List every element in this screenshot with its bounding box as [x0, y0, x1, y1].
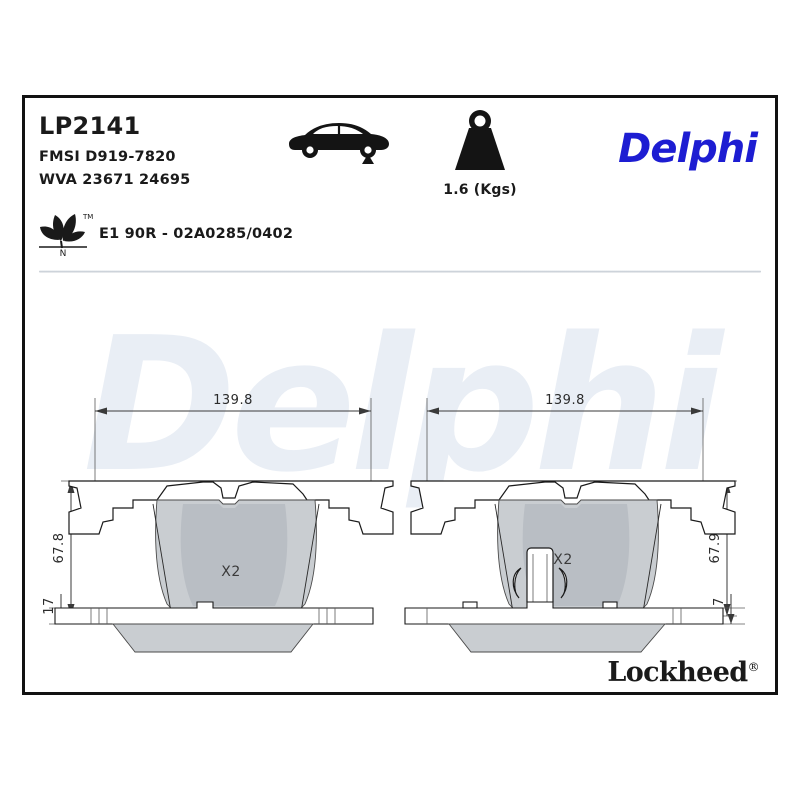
weight-value: 1.6 (Kgs) — [443, 182, 517, 198]
left-thickness-value: 17 — [42, 597, 57, 615]
weight-block: 1.6 (Kgs) — [425, 106, 535, 198]
left-width-dimension: 139.8 — [94, 393, 372, 481]
left-height-value: 67.8 — [52, 533, 67, 564]
technical-drawings-section: 139.8 67.8 X2 — [25, 276, 775, 696]
right-pad-drawing: 139.8 67.9 X2 — [404, 393, 745, 653]
page-title: LP2141 — [39, 112, 141, 140]
part-identification-block: LP2141 FMSI D919-7820 WVA 23671 24695 — [39, 112, 190, 195]
delphi-watermark: Delphi — [83, 297, 723, 513]
registered-trademark-symbol: ® — [747, 660, 760, 674]
wva-code: WVA 23671 24695 — [39, 172, 191, 188]
header-divider — [39, 270, 761, 273]
right-height-value: 67.9 — [708, 533, 723, 564]
car-rear-axle-icon — [283, 114, 395, 166]
weight-kettlebell-icon — [425, 106, 535, 178]
leaf-nitrogen-icon: N TM — [37, 210, 93, 259]
homologation-code: E1 90R - 02A0285/0402 — [99, 226, 294, 242]
lockheed-wordmark: Lockheed — [607, 657, 748, 688]
fmsi-code: FMSI D919-7820 — [39, 149, 176, 165]
right-width-value: 139.8 — [545, 393, 585, 408]
homologation-row: N TM E1 90R - 02A0285/0402 — [37, 210, 294, 259]
right-pad-profile-view — [404, 547, 724, 653]
delphi-logo: Delphi — [618, 126, 758, 172]
header-section: LP2141 FMSI D919-7820 WVA 23671 24695 — [25, 98, 775, 278]
lockheed-logo: Lockheed® — [607, 657, 759, 688]
left-width-value: 139.8 — [213, 393, 253, 408]
spec-sheet-border: LP2141 FMSI D919-7820 WVA 23671 24695 — [22, 95, 778, 695]
left-quantity-label: X2 — [221, 564, 241, 580]
right-width-dimension: 139.8 — [426, 393, 704, 481]
svg-text:TM: TM — [82, 213, 93, 221]
svg-text:N: N — [60, 249, 67, 259]
right-quantity-label: X2 — [553, 552, 573, 568]
left-pad-profile-view — [54, 601, 374, 653]
left-pad-drawing: 139.8 67.8 X2 — [42, 393, 394, 653]
